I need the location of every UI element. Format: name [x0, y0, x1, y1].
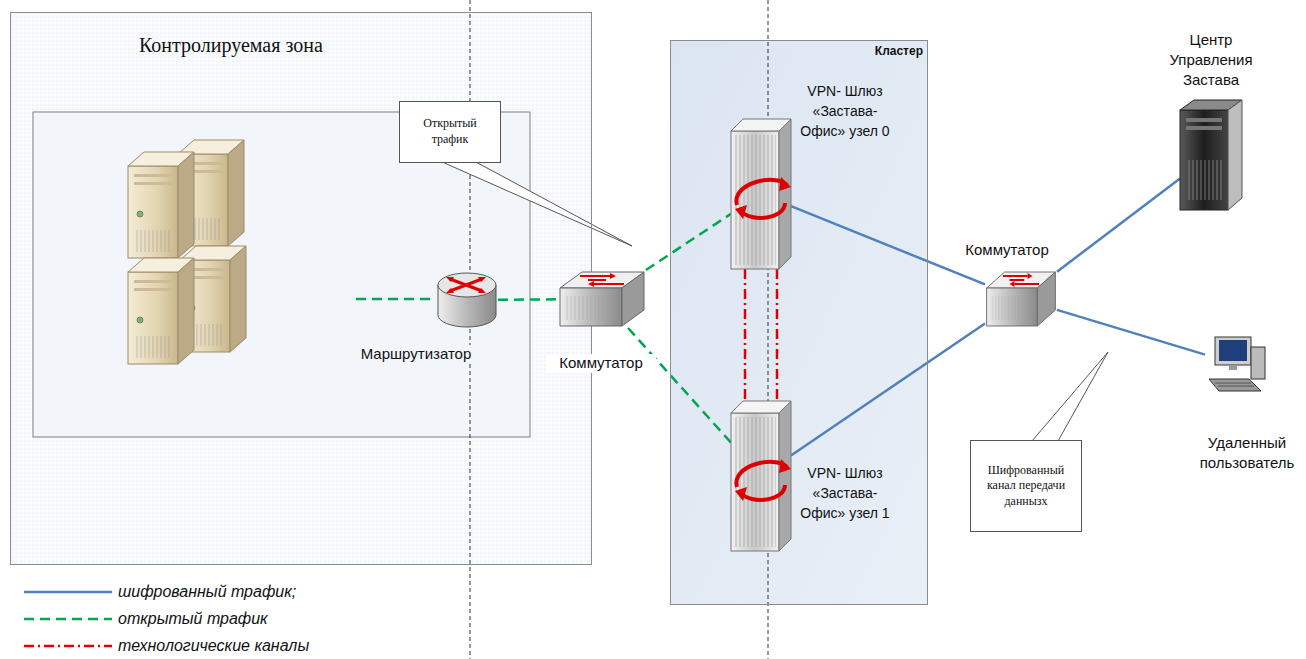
region-title: Контролируемая зона: [139, 33, 439, 58]
switch: Коммутатор: [558, 270, 646, 328]
legend: шифрованный трафик; открытый трафик технол…: [22, 578, 309, 659]
cluster: КластерVPN- Шлюз «Застава- Офис» узел 0V…: [670, 40, 928, 605]
node-label: Маршрутизатор: [348, 345, 484, 364]
node-label: Удаленный пользователь: [1194, 433, 1300, 473]
legend-row: шифрованный трафик;: [22, 578, 309, 605]
connector-line: [498, 298, 558, 301]
legend-sample: [22, 641, 114, 651]
management-server: Центр Управления Застава: [1180, 100, 1242, 210]
connector-line: [776, 269, 779, 401]
connector-line: [791, 324, 985, 456]
boundary-line: [768, 0, 769, 659]
legend-text: технологические каналы: [118, 637, 309, 655]
legend-row: открытый трафик: [22, 605, 309, 632]
legend-row: технологические каналы: [22, 632, 309, 659]
legend-text: шифрованный трафик;: [118, 583, 296, 601]
callout-box: Открытый трафик: [399, 101, 501, 163]
controlled-zone: Контролируемая зонаОткрытый трафикМаршру…: [10, 12, 592, 565]
vpn-gateway-icon: [731, 401, 791, 551]
region-title: Кластер: [803, 44, 923, 59]
node-label: Коммутатор: [957, 241, 1057, 260]
switch-icon: [985, 270, 1057, 328]
switch-icon: [558, 270, 646, 328]
vpn-gateway: VPN- Шлюз «Застава- Офис» узел 0: [731, 119, 791, 269]
node-label: VPN- Шлюз «Застава- Офис» узел 1: [793, 463, 897, 523]
router: Маршрутизатор: [436, 271, 498, 329]
callout-box: Шифрованный канал передачи даннызх: [970, 440, 1082, 532]
vpn-gateway: VPN- Шлюз «Застава- Офис» узел 1: [731, 401, 791, 551]
vpn-gateway-icon: [731, 119, 791, 269]
zone-ground: [10, 12, 592, 565]
connector-line: [646, 214, 731, 270]
connector-line: [744, 269, 747, 401]
boundary-line: [470, 0, 471, 659]
connector-line: [1057, 310, 1205, 355]
node-label: VPN- Шлюз «Застава- Офис» узел 0: [793, 81, 897, 141]
callout-text: Шифрованный канал передачи даннызх: [977, 463, 1075, 510]
connector-line: [628, 328, 731, 443]
router-icon: [436, 271, 498, 329]
callout-pointer: [1032, 352, 1108, 441]
remote-workstation: Удаленный пользователь: [1205, 335, 1267, 393]
callout-pointer: [440, 161, 632, 246]
node-label: Коммутатор: [546, 354, 656, 373]
node-label: Центр Управления Застава: [1165, 30, 1257, 90]
callout-text: Открытый трафик: [406, 116, 494, 147]
connector-line: [1057, 178, 1180, 271]
switch: Коммутатор: [985, 270, 1057, 328]
server-icon: [1180, 100, 1242, 210]
legend-text: открытый трафик: [118, 610, 268, 628]
connector-line: [791, 206, 985, 284]
legend-sample: [22, 587, 114, 597]
workstation-icon: [1205, 335, 1267, 393]
open-traffic-wire: [356, 298, 433, 301]
cluster-ground: [670, 40, 928, 605]
legend-sample: [22, 614, 114, 624]
server-group: [128, 140, 246, 364]
